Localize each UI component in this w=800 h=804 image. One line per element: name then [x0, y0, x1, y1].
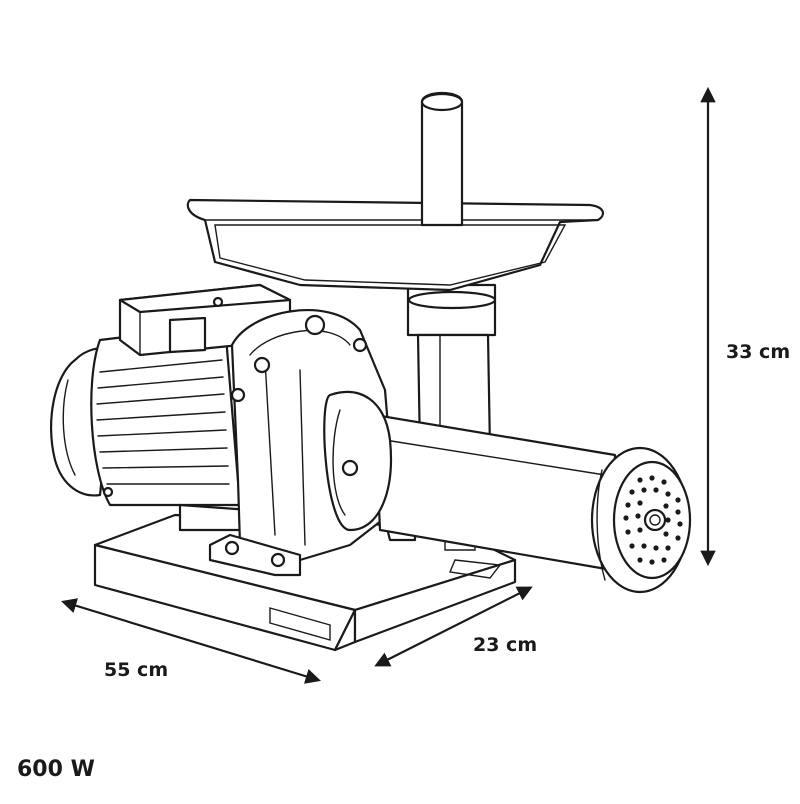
height-dimension-label: 33 cm [726, 341, 791, 363]
hopper-tray [186, 198, 605, 292]
pusher [420, 91, 464, 227]
motor [49, 283, 292, 532]
dimension-arrow [61, 86, 716, 684]
power-rating-label: 600 W [17, 757, 95, 782]
length-dimension-label: 55 cm [104, 659, 169, 681]
depth-dimension-label: 23 cm [473, 634, 538, 656]
grinder-barrel [323, 390, 617, 572]
cutting-head [590, 446, 692, 594]
